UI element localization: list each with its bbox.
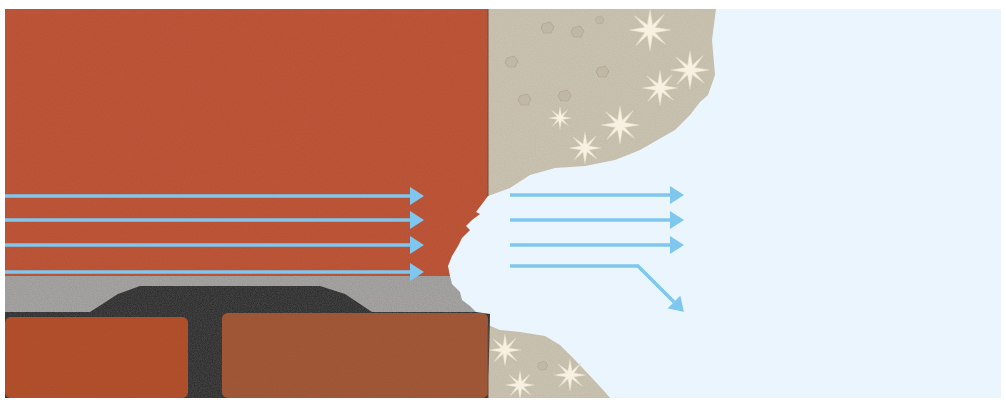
brick-upper (5, 9, 488, 276)
brick-lower-left (5, 317, 188, 398)
brick-lower-right (222, 313, 488, 398)
